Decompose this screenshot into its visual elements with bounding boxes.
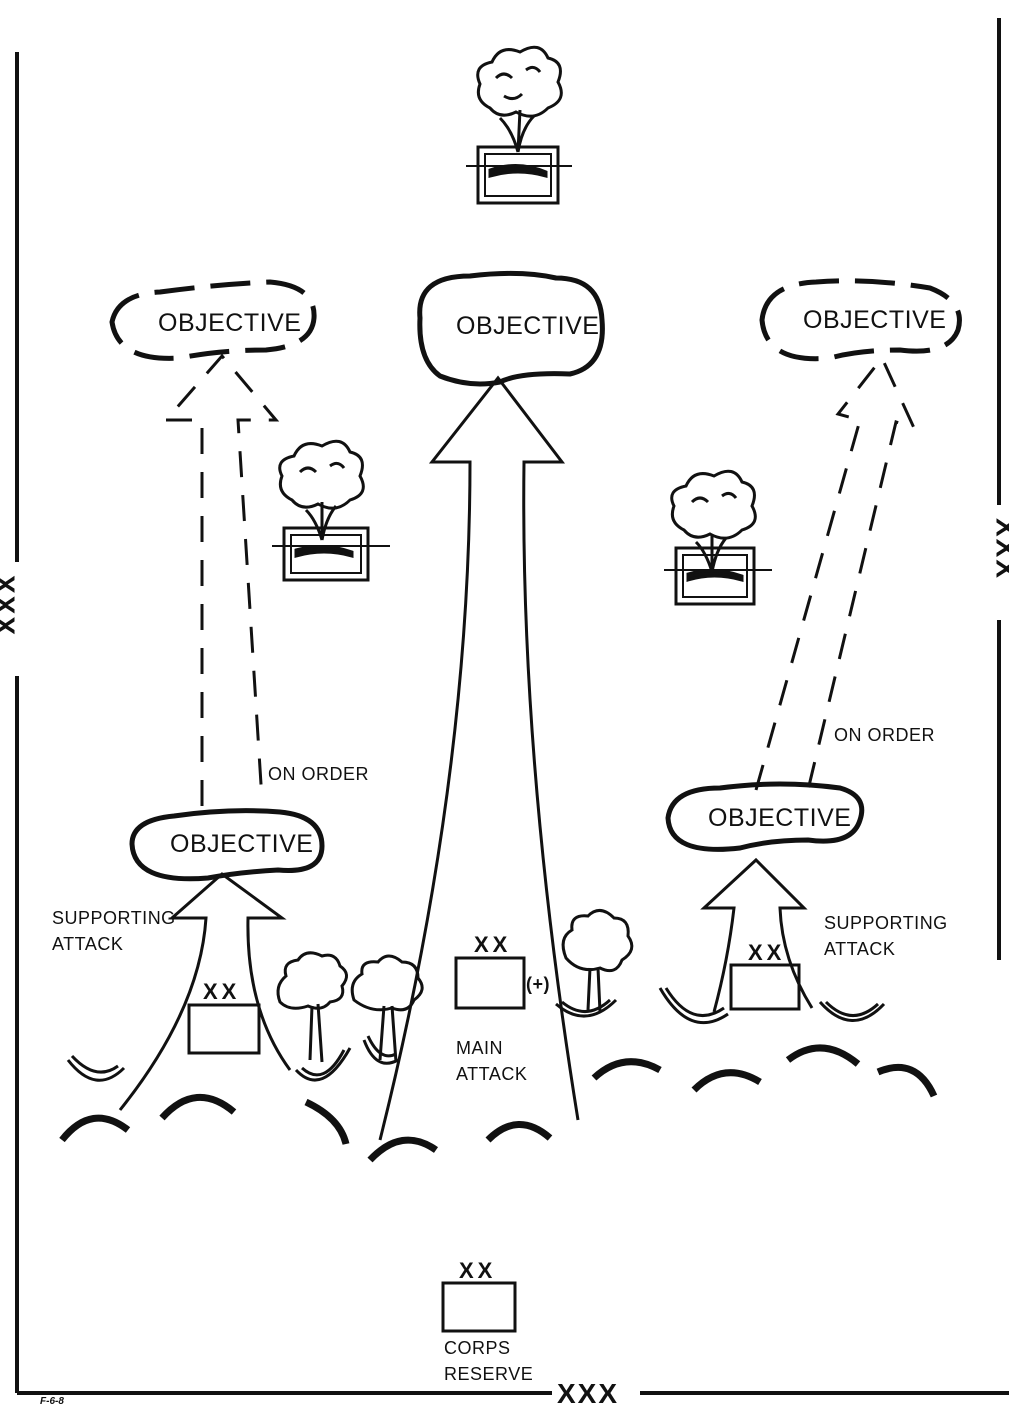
corps-reserve-line1: CORPS — [444, 1338, 511, 1358]
reinforced-marker: (+) — [526, 974, 550, 994]
objective-center-top-outline — [417, 270, 605, 387]
objective-left-lower-label: OBJECTIVE — [170, 830, 313, 858]
tree-icon — [466, 45, 572, 205]
boundary-lines — [15, 18, 1009, 1395]
tree-icon — [276, 951, 348, 1063]
terrain-arcs — [59, 987, 938, 1163]
supporting-attack-right-line2: ATTACK — [824, 939, 895, 959]
left-division-echelon: XX — [203, 979, 240, 1004]
right-division-symbol — [729, 963, 801, 1011]
objective-left-top-outline — [109, 279, 317, 361]
supporting-attack-right-line1: SUPPORTING — [824, 913, 948, 933]
right-supporting-attack-arrow — [700, 857, 814, 1013]
right-division-echelon: XX — [748, 940, 785, 965]
figure-footnote: F-6-8 — [40, 1396, 64, 1405]
left-division-symbol — [187, 1003, 261, 1055]
attack-arrows — [118, 353, 917, 1141]
corps-reserve-line2: RESERVE — [444, 1364, 533, 1384]
bottom-boundary-label: XXX — [557, 1378, 619, 1405]
objective-center-top-label: OBJECTIVE — [456, 312, 599, 340]
supporting-attack-left-line2: ATTACK — [52, 934, 123, 954]
objective-left-lower-outline — [129, 808, 325, 882]
tree-icon — [664, 469, 772, 606]
reserve-division-symbol — [441, 1281, 517, 1333]
main-attack-line2: ATTACK — [456, 1064, 527, 1084]
unit-symbols — [187, 956, 801, 1333]
tree-icon — [350, 954, 424, 1063]
center-division-symbol — [454, 956, 526, 1010]
left-supporting-attack-arrow — [118, 872, 292, 1111]
on-order-left-label: ON ORDER — [268, 764, 369, 784]
tree-symbols — [272, 45, 772, 1063]
center-division-echelon: XX — [474, 932, 511, 957]
on-order-right-label: ON ORDER — [834, 725, 935, 745]
right-on-order-arrow — [754, 355, 917, 791]
tree-icon — [561, 909, 634, 1013]
left-on-order-arrow — [162, 353, 280, 806]
objective-outlines — [109, 270, 962, 882]
tree-icon — [272, 439, 390, 582]
objective-right-top-outline — [759, 278, 962, 362]
reserve-division-echelon: XX — [459, 1258, 496, 1283]
objective-left-top-label: OBJECTIVE — [158, 309, 301, 337]
main-attack-line1: MAIN — [456, 1038, 503, 1058]
right-boundary-label: XXX — [991, 518, 1009, 580]
objective-right-lower-outline — [665, 781, 865, 852]
objective-right-top-label: OBJECTIVE — [803, 306, 946, 334]
main-attack-arrow — [378, 375, 580, 1141]
objective-right-lower-label: OBJECTIVE — [708, 804, 851, 832]
supporting-attack-left-line1: SUPPORTING — [52, 908, 176, 928]
left-boundary-label: XXX — [0, 575, 21, 637]
